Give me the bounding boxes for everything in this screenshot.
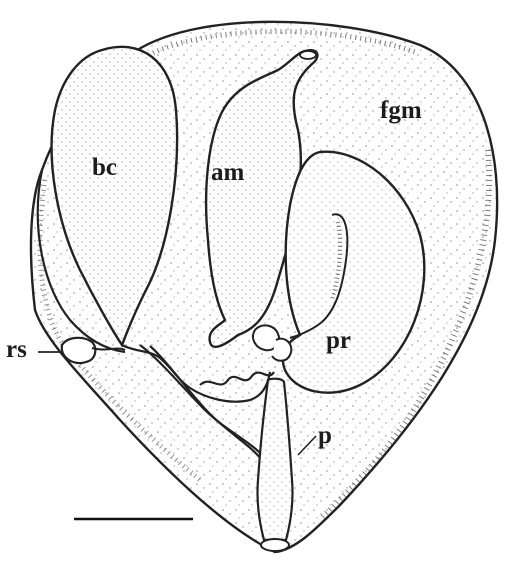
label-rs: rs	[6, 337, 27, 362]
label-bc: bc	[92, 155, 117, 180]
label-am: am	[211, 160, 244, 185]
label-pr: pr	[326, 328, 351, 353]
label-p: p	[318, 423, 332, 448]
label-fgm: fgm	[380, 98, 422, 123]
